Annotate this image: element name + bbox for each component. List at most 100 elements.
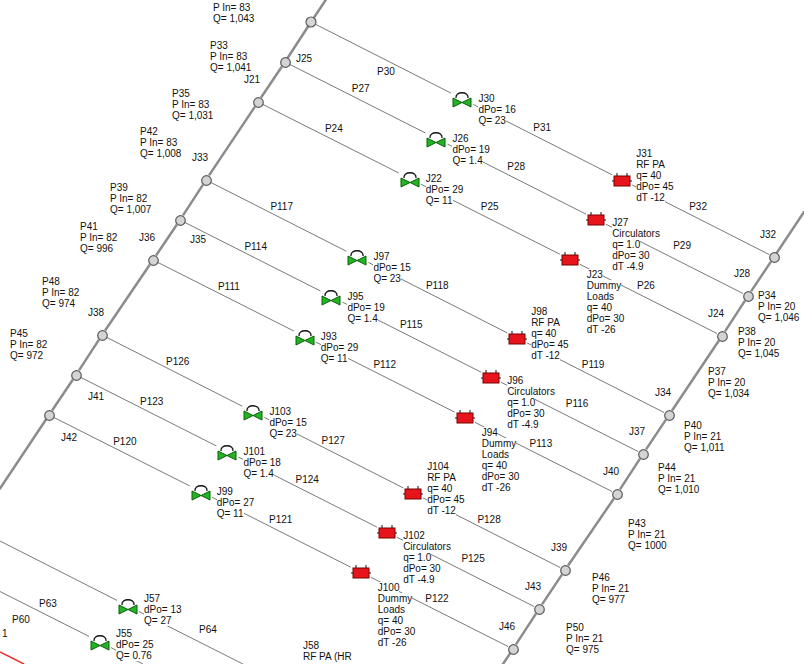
branch-pipe — [371, 577, 508, 646]
junction-node: J24 — [717, 331, 728, 342]
result-value: dPo= 45 — [531, 339, 569, 350]
label-holder: P In= 83 — [210, 51, 247, 62]
pipe-result-label: Q= 972 — [10, 350, 43, 361]
pipe-name: P35 — [172, 88, 190, 99]
label-holder: P33 — [210, 40, 228, 51]
result-value: q= 1.0 — [507, 397, 535, 408]
result-value: Q= 11 — [321, 353, 348, 364]
label-holder: P In= 82 — [110, 193, 147, 204]
pipe-label-holder: P45 — [10, 328, 28, 339]
junction-name: J46 — [499, 621, 515, 632]
junction-symbol — [717, 331, 728, 342]
heat-exchanger-symbol — [377, 525, 397, 539]
junction-node: J32 — [769, 252, 780, 263]
pipe-label-holder: P111 — [218, 281, 240, 292]
pipe-name: P111 — [218, 281, 240, 292]
branch-pipe — [54, 417, 190, 485]
junction-symbol — [638, 449, 649, 460]
node-label-block: J42 — [61, 432, 77, 443]
pipe-result-label: J58 — [303, 640, 319, 651]
valve-symbol — [216, 443, 238, 461]
junction-circle — [612, 489, 622, 499]
result-value: dPo= 25 — [116, 639, 154, 650]
result-value: dPo= 18 — [243, 457, 281, 468]
valve-actuator — [456, 93, 468, 98]
junction-node: J33 — [201, 175, 212, 186]
result-value: q= 40 — [587, 302, 612, 313]
branch-pipe — [632, 185, 769, 255]
valve-body — [100, 641, 109, 650]
header-pipe — [620, 459, 640, 490]
pipe-name: P24 — [325, 123, 343, 134]
pipe-name: P125 — [461, 553, 484, 564]
label-holder: Q= 1,045 — [738, 348, 779, 359]
branch-pipe — [81, 377, 216, 445]
pipe-label-holder: P39 — [110, 182, 128, 193]
result-value: dPo= 30 — [482, 471, 520, 482]
pipe-result-label: P In= 21 — [628, 529, 665, 540]
heat-exchanger-symbol — [481, 370, 501, 384]
valve-body — [128, 605, 137, 614]
header-pipe — [542, 575, 562, 605]
junction-name: J39 — [551, 542, 567, 553]
branch-pipe — [0, 592, 89, 637]
heat-exchanger-symbol — [560, 252, 580, 266]
junction-node: J35 — [175, 215, 186, 226]
pipe-label-holder: P127 — [322, 435, 345, 446]
result-value: dT -12 — [427, 505, 456, 516]
branch-pipe — [316, 342, 455, 412]
node-label-block: J32 — [760, 229, 776, 240]
valve-body — [91, 641, 100, 650]
heat-exchanger-node: J94Dummy Loadsq= 40dPo= 30dT -26 — [455, 410, 475, 424]
header-pipe — [52, 380, 73, 411]
result-value: Q= 23 — [269, 428, 297, 439]
node-label-block: J94Dummy Loadsq= 40dPo= 30dT -26 — [482, 427, 520, 493]
branch-pipe — [423, 498, 560, 568]
branch-pipe — [311, 22, 451, 93]
junction-name: J41 — [88, 391, 104, 402]
junction-name: J27 — [612, 217, 628, 228]
junction-name: J57 — [144, 593, 160, 604]
heat-exchanger-body — [379, 528, 395, 538]
label-holder: Q= 1,043 — [213, 13, 254, 24]
pipe-label-holder: P114 — [244, 241, 267, 252]
valve-body — [331, 296, 340, 305]
label-holder: P In= 21 — [566, 633, 603, 644]
label-holder: Q= 972 — [10, 350, 43, 361]
header-pipe — [209, 107, 255, 176]
junction-node: J28 — [743, 291, 754, 302]
branch-pipe — [527, 343, 664, 413]
junction-symbol — [148, 255, 159, 266]
node-label-block: J38 — [88, 307, 104, 318]
result-value: q= 40 — [636, 170, 661, 181]
pipe-name: P37 — [708, 366, 726, 377]
result-value: dPo= 15 — [373, 262, 411, 273]
header-pipe — [516, 614, 536, 645]
result-value: Q= 1.4 — [243, 468, 273, 479]
result-value: q= 40 — [427, 483, 452, 494]
branch-pipe — [0, 541, 117, 600]
pipe-name: P120 — [113, 436, 136, 447]
pipe-label-holder: P37 — [708, 366, 726, 377]
branch-pipe — [580, 264, 717, 333]
pipe-result-label: P60 — [12, 614, 30, 625]
result-value: dPo= 19 — [347, 302, 385, 313]
result-value: Q= 1.4 — [452, 155, 482, 166]
result-value: dPo= 13 — [144, 604, 182, 615]
junction-name: J100 — [378, 582, 400, 593]
label-holder: Q= 996 — [80, 243, 113, 254]
node-label-block: J21 — [244, 74, 260, 85]
pipe-name: P25 — [481, 201, 499, 212]
heat-exchanger-body — [457, 413, 473, 423]
junction-name: J33 — [192, 152, 208, 163]
pipe-label-holder: P26 — [637, 280, 655, 291]
pipe-label-holder: P128 — [477, 514, 500, 525]
label-holder: Q= 1,007 — [110, 204, 151, 215]
valve-body — [305, 336, 314, 345]
junction-name: J22 — [426, 173, 442, 184]
junction-node: J40 — [612, 489, 623, 500]
valve-actuator — [404, 172, 416, 177]
junction-name: J34 — [655, 387, 671, 398]
pipe-name: P118 — [426, 280, 449, 291]
